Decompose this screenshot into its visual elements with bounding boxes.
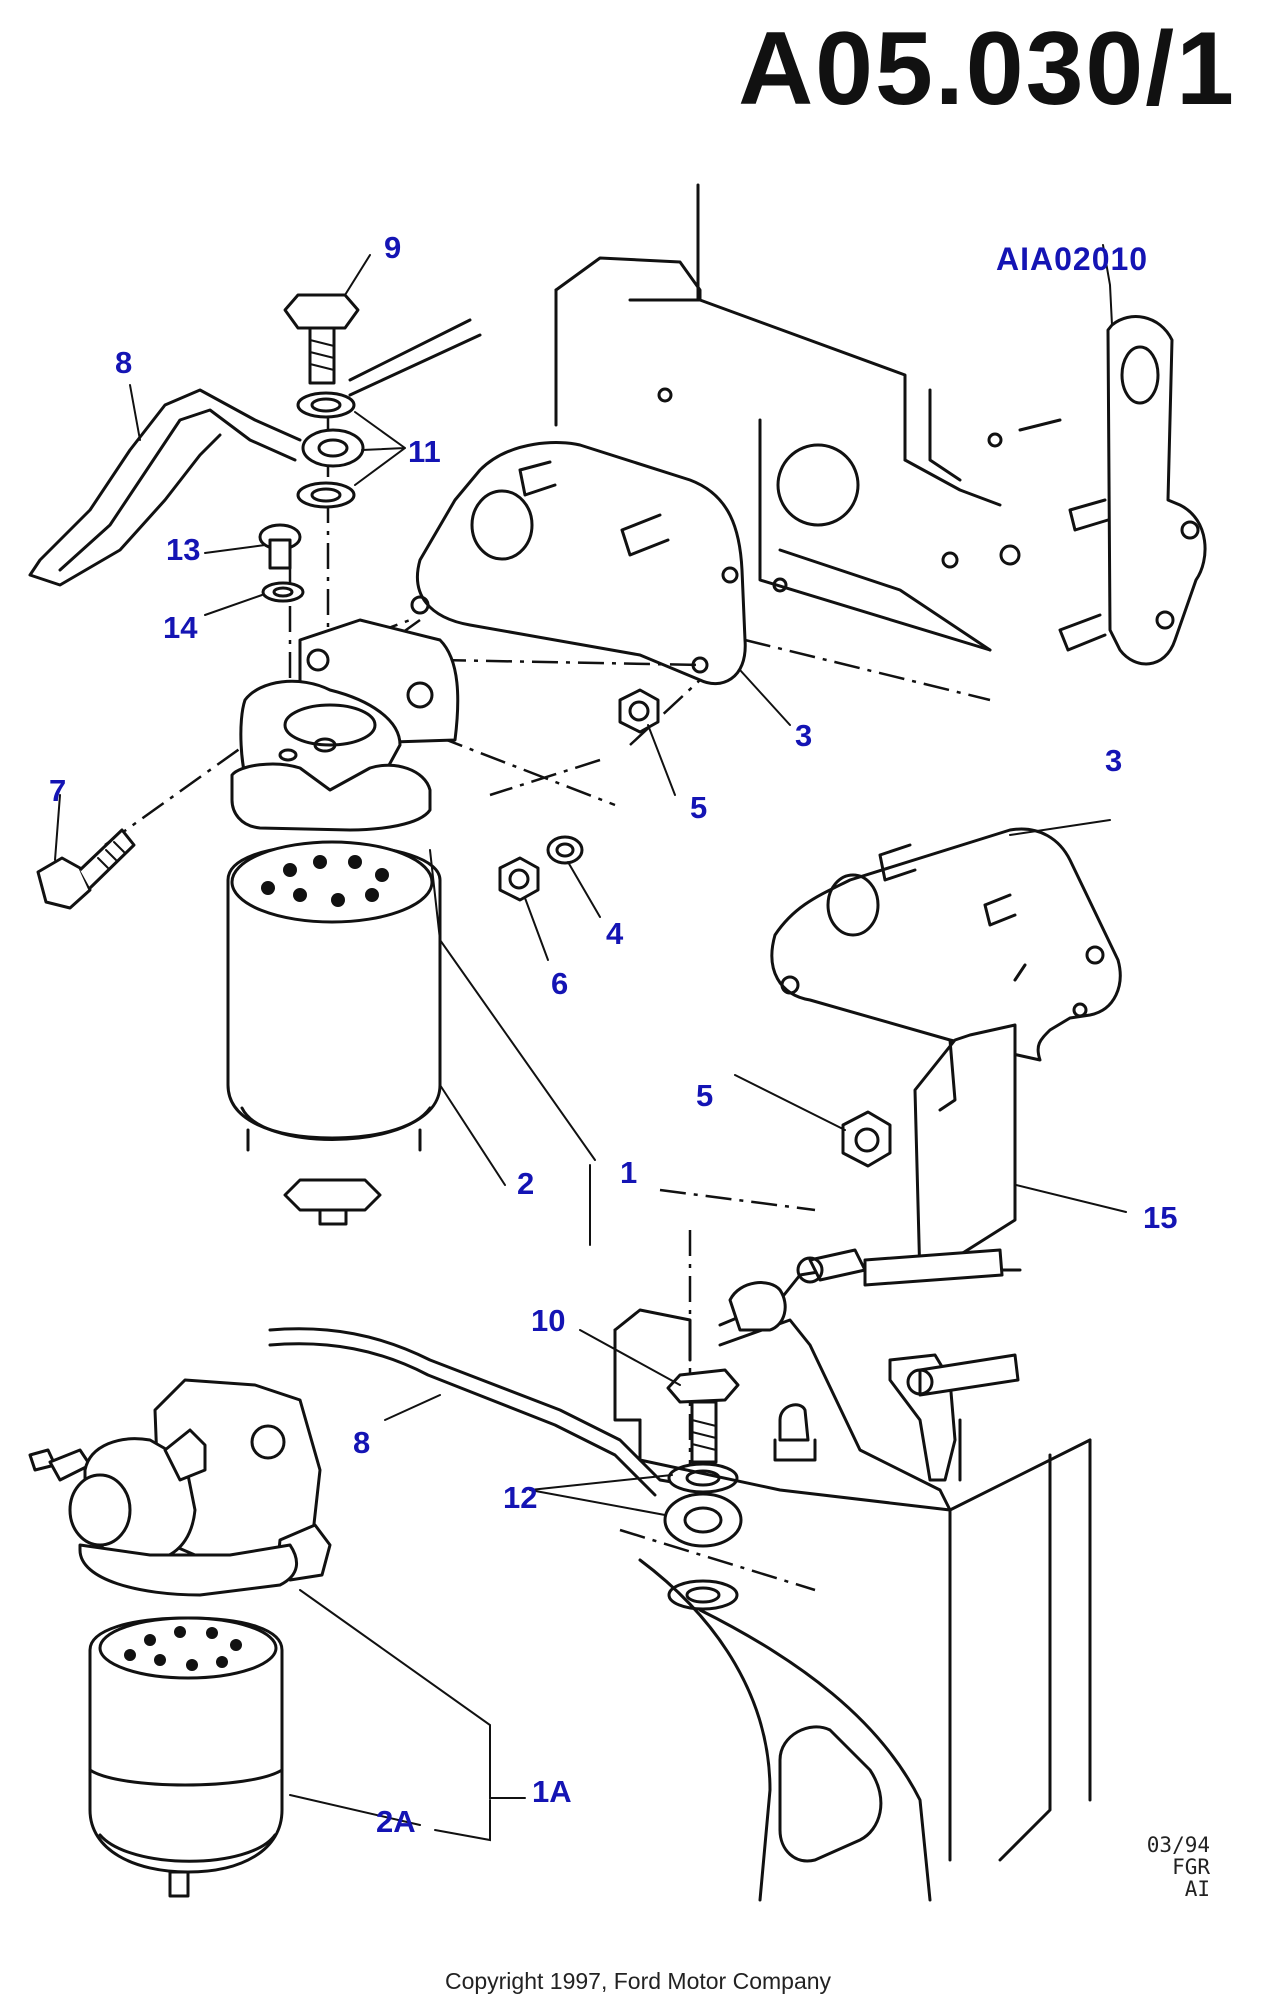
page-title: A05.030/1 [738, 11, 1236, 127]
callout-13[interactable]: 13 [166, 532, 201, 567]
banjo-bolt-9-drawing [283, 293, 365, 509]
callout-5-upper[interactable]: 5 [690, 790, 708, 825]
callout-7[interactable]: 7 [49, 773, 67, 808]
callout-1a[interactable]: 1A [532, 1774, 572, 1809]
filter-assembly-1-drawing [226, 618, 460, 1226]
banjo-bolt-10-drawing [663, 1368, 743, 1611]
copyright-notice: Copyright 1997, Ford Motor Company [444, 1968, 832, 1994]
callout-14[interactable]: 14 [163, 610, 198, 645]
callout-8-lower[interactable]: 8 [353, 1425, 371, 1460]
callout-3-upper[interactable]: 3 [795, 718, 813, 753]
filter-assembly-1a-drawing [28, 1378, 332, 1898]
callout-8-upper[interactable]: 8 [115, 345, 133, 380]
callout-1[interactable]: 1 [620, 1155, 638, 1190]
revision-stamp: 03/94 FGR AI [1146, 1833, 1210, 1901]
callout-12[interactable]: 12 [503, 1480, 538, 1515]
bracket-3-upper-drawing [410, 441, 747, 686]
callout-5-lower[interactable]: 5 [696, 1078, 714, 1113]
callout-9[interactable]: 9 [384, 230, 402, 265]
diagram-code-label: AIA02010 [996, 241, 1149, 277]
callout-leader-lines [54, 254, 1127, 1842]
nuts-and-washers-drawing [498, 688, 892, 1168]
bracket-3-lower-drawing [770, 827, 1122, 1282]
callout-4[interactable]: 4 [606, 916, 624, 951]
callout-10[interactable]: 10 [531, 1303, 566, 1338]
callout-11[interactable]: 11 [408, 434, 441, 469]
bolt-7-drawing [36, 828, 136, 910]
bracket-aia02010-drawing [1058, 244, 1207, 666]
callout-6[interactable]: 6 [551, 966, 569, 1001]
callout-15[interactable]: 15 [1143, 1200, 1178, 1235]
fuel-pipe-8-upper-drawing [28, 318, 482, 587]
engine-block-drawing [554, 183, 1062, 652]
fuel-pipe-8-lower-drawing [268, 1327, 692, 1497]
callout-2[interactable]: 2 [517, 1166, 535, 1201]
injection-pump-drawing [613, 1248, 1092, 1902]
callout-3-lower[interactable]: 3 [1105, 743, 1123, 778]
screw-13-drawing [258, 523, 305, 603]
callout-2a[interactable]: 2A [376, 1804, 416, 1839]
